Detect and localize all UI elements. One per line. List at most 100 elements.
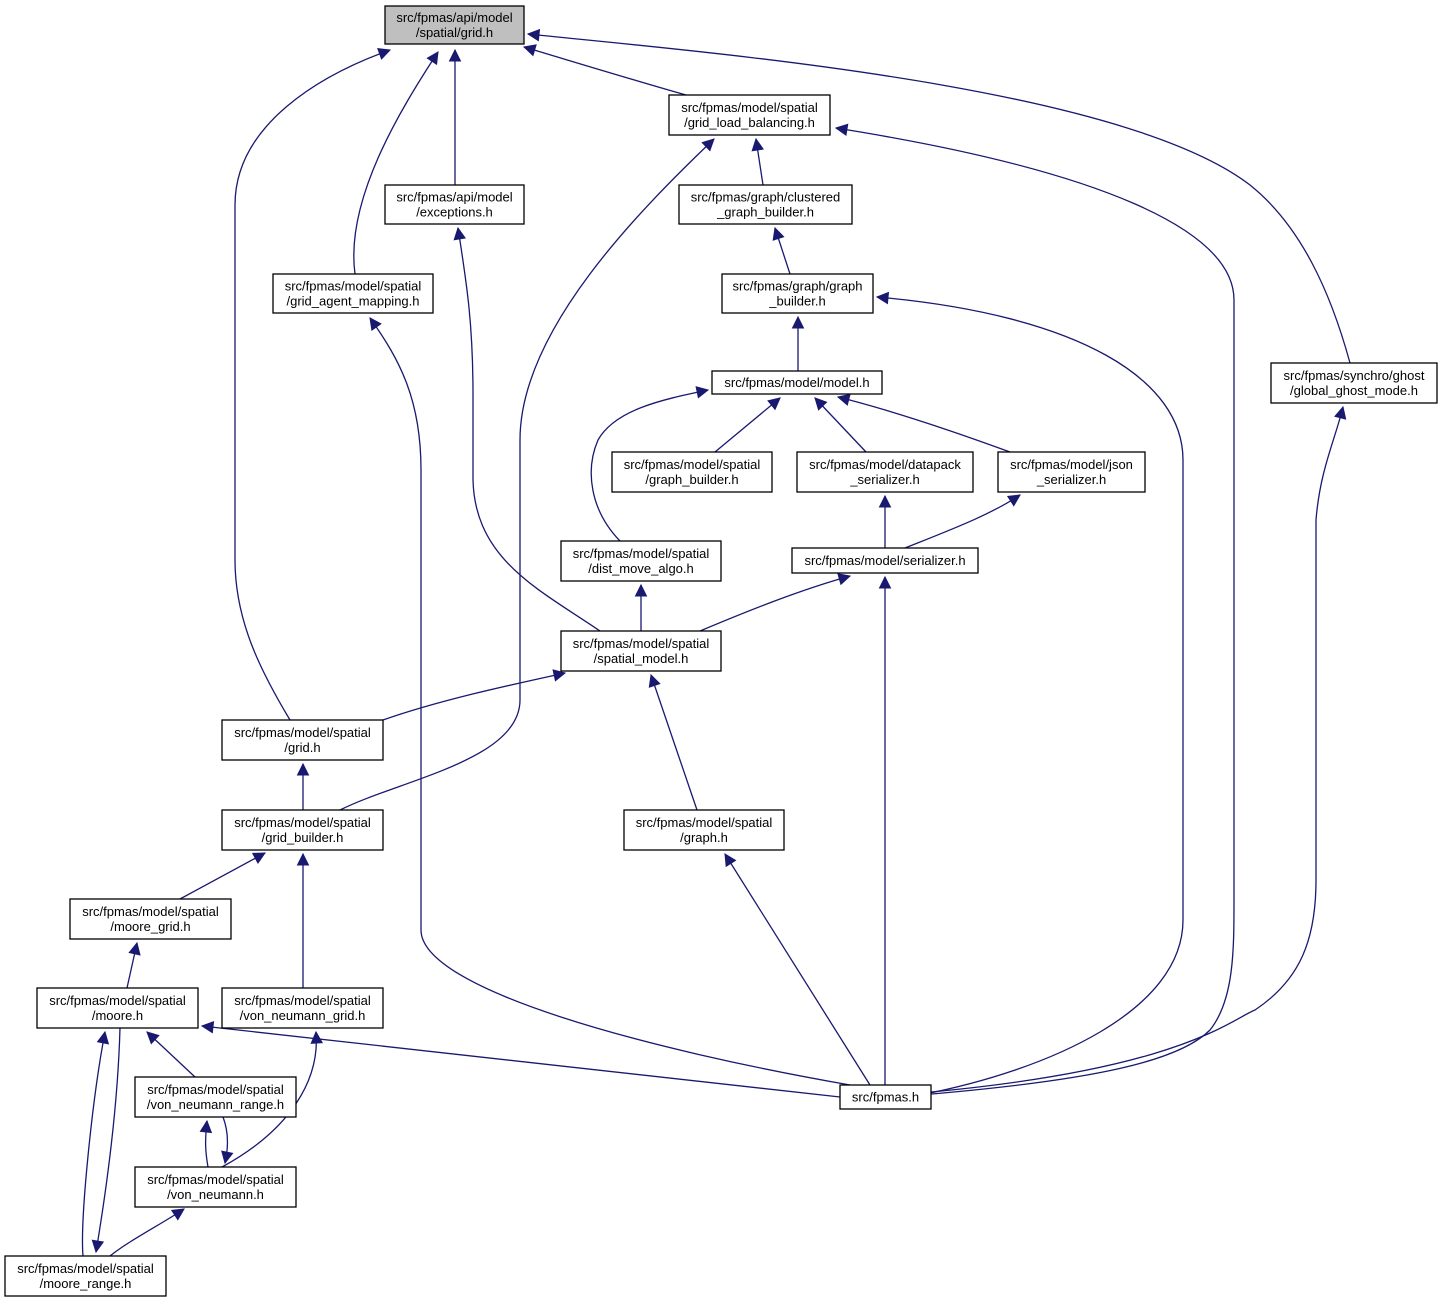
edge-arrowhead [648, 673, 661, 688]
node-label-line: src/fpmas/model/spatial [147, 1172, 284, 1187]
node-moore[interactable]: src/fpmas/model/spatial/moore.h [36, 987, 199, 1029]
edge-line [919, 406, 1344, 1094]
edge-arrowhead [526, 28, 541, 42]
node-sp_graph_builder[interactable]: src/fpmas/model/spatial/graph_builder.h [611, 451, 773, 493]
node-model[interactable]: src/fpmas/model/model.h [711, 370, 883, 395]
node-box[interactable] [791, 547, 979, 574]
node-box[interactable] [711, 370, 883, 395]
edge-line [699, 575, 851, 632]
node-grid_builder[interactable]: src/fpmas/model/spatial/grid_builder.h [221, 809, 384, 851]
edge-sp_graph-to-spatial_model [648, 673, 698, 811]
edge-spatial_model-to-exceptions [453, 226, 601, 632]
edge-arrowhead [875, 291, 890, 305]
node-box[interactable] [997, 451, 1146, 493]
edge-serializer-to-datapack [878, 494, 892, 548]
node-label-line: src/fpmas/model/datapack [809, 457, 961, 472]
edge-vn_grid-to-grid_builder [296, 852, 310, 988]
edge-arrowhead [701, 138, 715, 152]
node-fpmas[interactable]: src/fpmas.h [839, 1084, 932, 1110]
node-exceptions[interactable]: src/fpmas/api/model/exceptions.h [384, 184, 525, 225]
node-box[interactable] [134, 1166, 297, 1208]
node-vn_grid[interactable]: src/fpmas/model/spatial/von_neumann_grid… [221, 987, 384, 1029]
node-box[interactable] [221, 719, 384, 761]
node-box[interactable] [134, 1076, 297, 1118]
edge-line [876, 296, 1184, 1096]
node-box[interactable] [560, 540, 722, 582]
node-graph_builder[interactable]: src/fpmas/graph/graph_builder.h [721, 273, 874, 314]
edge-fpmas-to-graph_builder [875, 291, 1184, 1096]
node-label-line: /spatial_model.h [594, 651, 689, 666]
node-datapack[interactable]: src/fpmas/model/datapack_serializer.h [796, 451, 974, 493]
node-box[interactable] [4, 1255, 167, 1297]
node-label-line: /moore_grid.h [110, 919, 190, 934]
node-dma[interactable]: src/fpmas/model/spatial/dist_move_algo.h [560, 540, 722, 582]
node-label-line: /von_neumann.h [167, 1187, 264, 1202]
node-label-line: /dist_move_algo.h [588, 561, 694, 576]
node-box[interactable] [69, 898, 232, 940]
edge-line [234, 49, 391, 721]
node-box[interactable] [384, 184, 525, 225]
node-box[interactable] [272, 273, 434, 314]
node-label-line: src/fpmas/model/spatial [636, 815, 773, 830]
node-json[interactable]: src/fpmas/model/json_serializer.h [997, 451, 1146, 493]
edge-line [714, 397, 781, 453]
edge-fpmas-to-glb [834, 123, 1235, 1096]
edge-arrowhead [296, 852, 310, 866]
edge-moore_range-to-vn [109, 1208, 185, 1257]
edge-ggm-to-api_grid [526, 28, 1351, 364]
edge-arrowhead [522, 44, 537, 57]
edge-vn_range-to-moore [146, 1031, 196, 1078]
node-api_grid[interactable]: src/fpmas/api/model/spatial/grid.h [384, 5, 525, 45]
edge-arrowhead [814, 397, 828, 411]
node-label-line: src/fpmas/api/model [396, 10, 512, 25]
node-box[interactable] [623, 809, 785, 851]
node-box[interactable] [560, 630, 722, 672]
node-box[interactable] [221, 987, 384, 1029]
node-label-line: src/fpmas/graph/graph [732, 279, 862, 294]
node-vn_range[interactable]: src/fpmas/model/spatial/von_neumann_rang… [134, 1076, 297, 1118]
node-box[interactable] [384, 5, 525, 45]
node-box[interactable] [678, 184, 853, 225]
node-label-line: /spatial/grid.h [416, 25, 493, 40]
edge-line [457, 227, 601, 632]
node-ggm[interactable]: src/fpmas/synchro/ghost/global_ghost_mod… [1270, 362, 1438, 404]
node-label-line: src/fpmas/synchro/ghost [1284, 368, 1425, 383]
edge-grid_builder-to-grid [296, 762, 310, 810]
node-clustered[interactable]: src/fpmas/graph/clustered_graph_builder.… [678, 184, 853, 225]
node-gam[interactable]: src/fpmas/model/spatial/grid_agent_mappi… [272, 273, 434, 314]
node-box[interactable] [796, 451, 974, 493]
edge-line [369, 317, 851, 1086]
node-grid[interactable]: src/fpmas/model/spatial/grid.h [221, 719, 384, 761]
edge-spatial_model-to-dma [634, 583, 648, 631]
node-moore_range[interactable]: src/fpmas/model/spatial/moore_range.h [4, 1255, 167, 1297]
node-label-line: src/fpmas/model/json [1010, 457, 1133, 472]
node-vn[interactable]: src/fpmas/model/spatial/von_neumann.h [134, 1166, 297, 1208]
node-label-line: /graph.h [680, 830, 728, 845]
node-label-line: src/fpmas/model/spatial [234, 815, 371, 830]
edge-arrowhead [91, 1239, 105, 1254]
node-box[interactable] [1270, 362, 1438, 404]
edge-arrowhead [767, 397, 781, 411]
edge-arrowhead [552, 669, 567, 682]
node-box[interactable] [668, 94, 831, 136]
node-spatial_model[interactable]: src/fpmas/model/spatial/spatial_model.h [560, 630, 722, 672]
edge-line [109, 1208, 185, 1257]
node-glb[interactable]: src/fpmas/model/spatial/grid_load_balanc… [668, 94, 831, 136]
edge-arrowhead [772, 226, 785, 241]
node-serializer[interactable]: src/fpmas/model/serializer.h [791, 547, 979, 574]
node-box[interactable] [721, 273, 874, 314]
node-label-line: /grid_agent_mapping.h [287, 294, 420, 309]
node-label-line: _graph_builder.h [716, 205, 814, 220]
node-box[interactable] [611, 451, 773, 493]
node-label-line: src/fpmas/model/spatial [17, 1261, 154, 1276]
node-box[interactable] [221, 809, 384, 851]
node-label-line: /moore_range.h [40, 1276, 132, 1291]
node-label-line: src/fpmas/model/spatial [234, 725, 371, 740]
edge-vn-to-vn_range [199, 1119, 213, 1168]
node-label-line: /moore.h [92, 1008, 143, 1023]
node-label-line: src/fpmas/model/spatial [82, 904, 219, 919]
node-sp_graph[interactable]: src/fpmas/model/spatial/graph.h [623, 809, 785, 851]
node-box[interactable] [839, 1084, 932, 1110]
node-moore_grid[interactable]: src/fpmas/model/spatial/moore_grid.h [69, 898, 232, 940]
node-box[interactable] [36, 987, 199, 1029]
